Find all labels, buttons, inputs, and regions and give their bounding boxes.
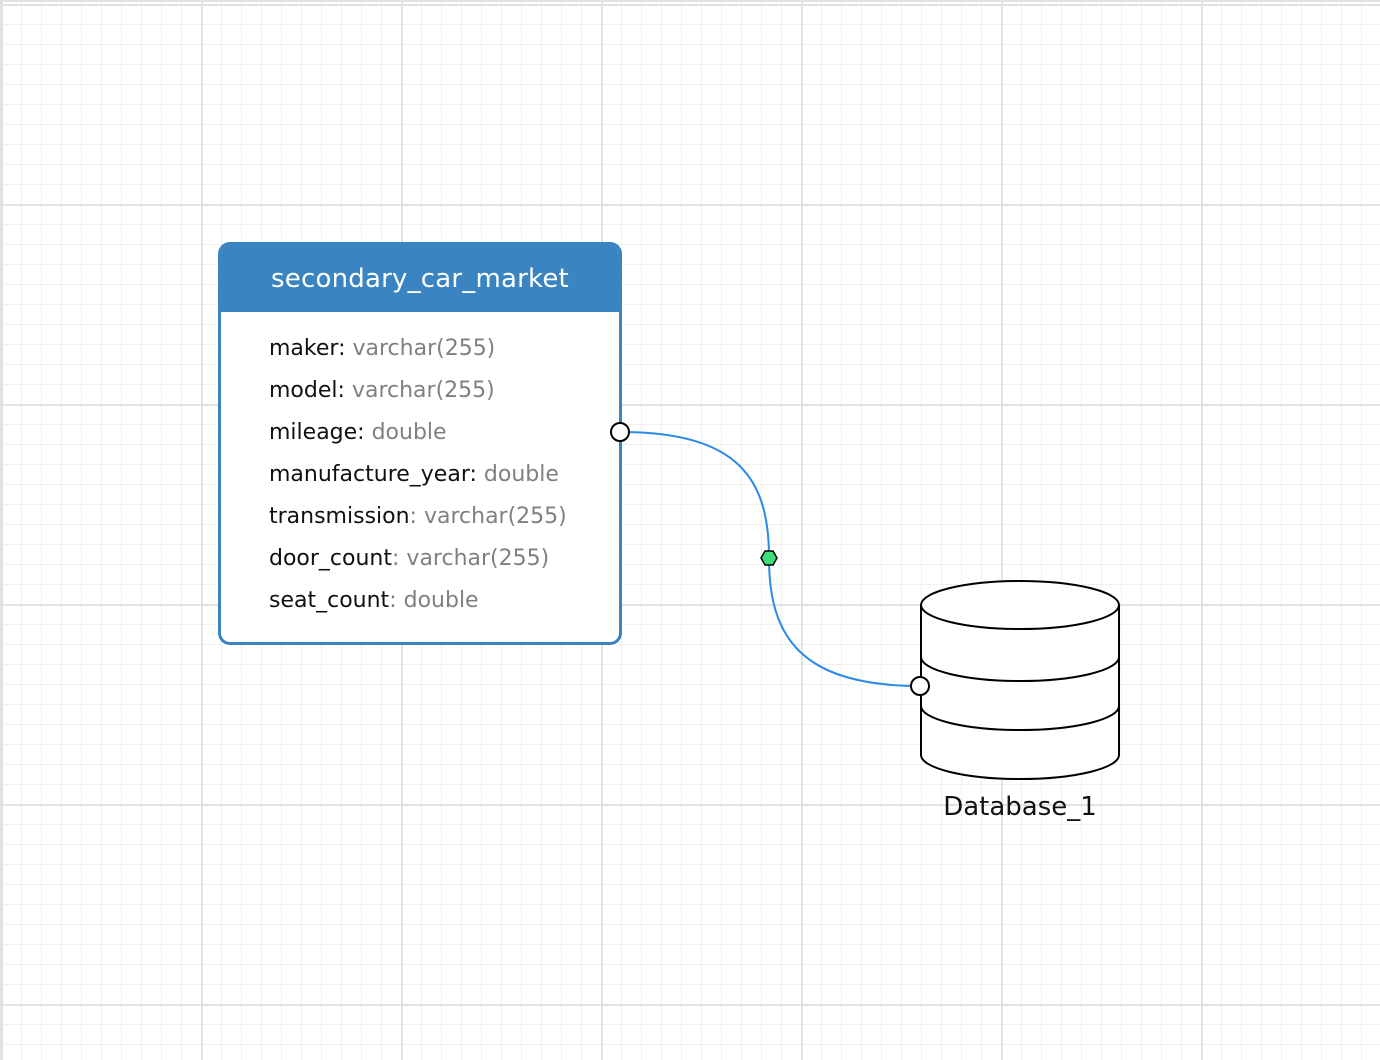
entity-field[interactable]: door_count: varchar(255) bbox=[269, 538, 619, 580]
database-cylinder-icon[interactable] bbox=[920, 580, 1120, 780]
database-label[interactable]: Database_1 bbox=[943, 792, 1097, 822]
entity-header[interactable]: secondary_car_market bbox=[221, 245, 619, 312]
field-name: model bbox=[269, 378, 338, 403]
field-name: maker bbox=[269, 336, 339, 361]
field-separator: : bbox=[337, 378, 345, 403]
field-separator: : bbox=[338, 336, 346, 361]
cylinder-band-1 bbox=[920, 656, 1120, 682]
entity-table[interactable]: secondary_car_market maker: varchar(255)… bbox=[218, 242, 622, 645]
field-separator: : bbox=[409, 504, 417, 529]
cylinder-body bbox=[920, 605, 1120, 780]
field-name: mileage bbox=[269, 420, 358, 445]
entity-title: secondary_car_market bbox=[271, 263, 569, 294]
field-name: transmission bbox=[269, 504, 410, 529]
entity-field[interactable]: manufacture_year: double bbox=[269, 454, 619, 496]
field-type: varchar(255) bbox=[423, 504, 567, 529]
entity-field[interactable]: transmission: varchar(255) bbox=[269, 496, 619, 538]
cylinder-top bbox=[920, 580, 1120, 630]
field-name: door_count bbox=[269, 546, 392, 571]
field-separator: : bbox=[389, 588, 397, 613]
entity-field[interactable]: mileage: double bbox=[269, 412, 619, 454]
field-type: double bbox=[483, 462, 559, 487]
field-type: varchar(255) bbox=[352, 336, 496, 361]
entity-field[interactable]: seat_count: double bbox=[269, 580, 619, 622]
cylinder-band-2 bbox=[920, 705, 1120, 731]
field-separator: : bbox=[469, 462, 477, 487]
field-type: varchar(255) bbox=[406, 546, 550, 571]
field-type: double bbox=[403, 588, 479, 613]
hexagon-handle-icon[interactable] bbox=[760, 550, 778, 566]
field-separator: : bbox=[357, 420, 365, 445]
field-type: double bbox=[371, 420, 447, 445]
connector-start-handle[interactable] bbox=[610, 422, 630, 442]
field-separator: : bbox=[392, 546, 400, 571]
entity-field[interactable]: maker: varchar(255) bbox=[269, 328, 619, 370]
field-name: manufacture_year bbox=[269, 462, 470, 487]
field-type: varchar(255) bbox=[351, 378, 495, 403]
entity-field[interactable]: model: varchar(255) bbox=[269, 370, 619, 412]
connector-end-handle[interactable] bbox=[910, 676, 930, 696]
field-name: seat_count bbox=[269, 588, 390, 613]
entity-field-list: maker: varchar(255) model: varchar(255) … bbox=[221, 312, 619, 622]
